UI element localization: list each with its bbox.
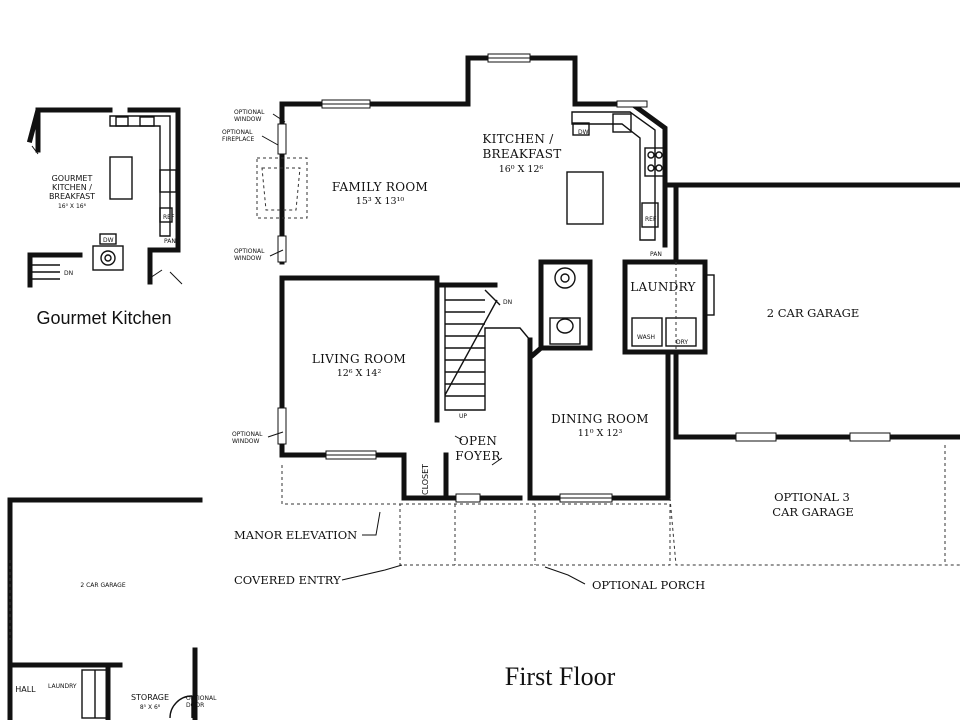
stairs xyxy=(444,285,531,411)
foyer-label-1: OPEN xyxy=(459,434,497,448)
gourmet-title-2: KITCHEN / xyxy=(52,183,92,192)
kitchen-dim: 16⁰ X 12⁶ xyxy=(499,164,544,175)
lower-storage-label: STORAGE xyxy=(131,693,169,702)
wash-label: WASH xyxy=(637,334,655,341)
lower-hall-label: : HALL xyxy=(10,685,36,694)
optional-window-1-line1: OPTIONAL xyxy=(234,109,265,116)
dining-room-label: DINING ROOM xyxy=(551,412,649,426)
lower-storage-dim: 8⁵ X 6⁸ xyxy=(140,704,161,711)
gourmet-title-1: GOURMET xyxy=(52,174,93,183)
optional-window-3-line1: OPTIONAL xyxy=(232,431,263,438)
optional-window-3-line2: WINDOW xyxy=(232,438,260,445)
gourmet-dw: DW xyxy=(103,237,114,244)
powder-room-fixtures xyxy=(549,267,581,345)
optional-fireplace-line2: FIREPLACE xyxy=(222,136,254,143)
gourmet-kitchen-inset xyxy=(26,107,183,288)
laundry-label: LAUNDRY xyxy=(630,280,696,294)
kitchen-label-2: BREAKFAST xyxy=(482,147,561,161)
kitchen-counters xyxy=(566,111,666,241)
lower-garage-label: 2 CAR GARAGE xyxy=(80,582,125,589)
ref-label: REF xyxy=(645,216,657,223)
optional-fireplace-outline xyxy=(256,157,308,219)
lower-laundry-label: LAUNDRY xyxy=(48,683,77,690)
optional-porch-callout: OPTIONAL PORCH xyxy=(592,578,705,592)
gourmet-island xyxy=(109,156,133,200)
family-room-label: FAMILY ROOM xyxy=(332,180,428,194)
porch-outlines xyxy=(281,445,960,566)
manor-elevation-callout: MANOR ELEVATION xyxy=(234,528,357,542)
lower-left-plan xyxy=(7,497,203,720)
laundry-fixtures xyxy=(631,274,715,347)
gourmet-dn: DN xyxy=(64,270,73,277)
floor-caption: First Floor xyxy=(505,662,616,691)
dining-room-dim: 11⁰ X 12³ xyxy=(578,428,623,439)
covered-entry-callout: COVERED ENTRY xyxy=(234,573,341,587)
living-room-label: LIVING ROOM xyxy=(312,352,406,366)
kitchen-island xyxy=(566,171,604,225)
optional-fireplace-line1: OPTIONAL xyxy=(222,129,253,136)
garage-label: 2 CAR GARAGE xyxy=(767,306,859,320)
dw-label: DW xyxy=(578,129,589,136)
gourmet-caption: Gourmet Kitchen xyxy=(36,308,171,328)
optional-window-1-line2: WINDOW xyxy=(234,116,262,123)
callout-leaders xyxy=(261,113,586,585)
closet-label: CLOSET xyxy=(421,464,430,495)
optional-garage-label-1: OPTIONAL 3 xyxy=(774,490,850,504)
living-room-dim: 12⁶ X 14² xyxy=(337,368,382,379)
up-label: UP xyxy=(459,413,467,420)
gourmet-dim: 16⁰ X 16⁶ xyxy=(58,203,87,210)
foyer-label-2: FOYER xyxy=(455,449,501,463)
windows xyxy=(277,53,891,503)
dn-label: DN xyxy=(503,299,512,306)
gourmet-ref: REF xyxy=(163,214,175,221)
gourmet-pan: PAN xyxy=(164,238,176,245)
family-room-dim: 15³ X 13¹⁰ xyxy=(356,196,405,207)
optional-garage-label-2: CAR GARAGE xyxy=(772,505,853,519)
dry-label: DRY xyxy=(676,339,688,346)
lower-optional-door-2: DOOR xyxy=(186,702,204,709)
gourmet-title-3: BREAKFAST xyxy=(49,192,95,201)
kitchen-label-1: KITCHEN / xyxy=(482,132,554,146)
pan-label: PAN xyxy=(650,251,662,258)
optional-window-2-line1: OPTIONAL xyxy=(234,248,265,255)
optional-window-2-line2: WINDOW xyxy=(234,255,262,262)
lower-optional-door-1: OPTIONAL xyxy=(186,695,217,702)
